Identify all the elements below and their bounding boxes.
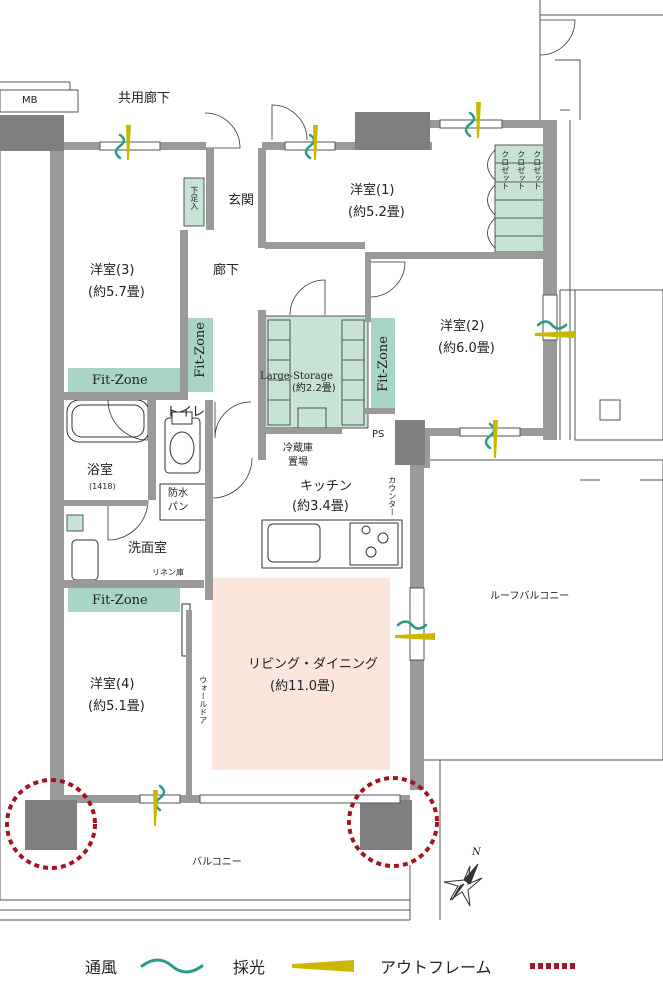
fit-zone-label-3: Fit-Zone (92, 373, 148, 388)
daylight-icon (292, 960, 354, 972)
washroom-label: 洗面室 (128, 541, 168, 556)
ps-label: PS (372, 429, 385, 440)
balcony-label: バルコニー (192, 857, 242, 868)
fit-zone-label-4: Fit-Zone (92, 593, 148, 608)
fit-zone-label-storage: Fit-Zone (376, 336, 391, 392)
legend-daylight-label: 採光 (233, 958, 266, 977)
fixtures (66, 399, 403, 657)
closet-label-1: クロゼット (500, 150, 510, 190)
exterior-lines (0, 0, 663, 921)
ventilation-icon (140, 958, 204, 974)
fit-zone-label-hall: Fit-Zone (193, 322, 208, 378)
columns (0, 112, 430, 850)
entrance-label: 玄関 (228, 193, 255, 208)
linen-label: リネン庫 (152, 568, 184, 577)
room2-name: 洋室(2) (440, 319, 485, 334)
storage-areas (66, 144, 546, 532)
room1-size: (約5.2畳) (348, 205, 405, 220)
closet-label-2: クロゼット (516, 150, 526, 190)
door-swings (107, 19, 576, 541)
daylight-symbols (126, 102, 575, 826)
closet-doors (487, 149, 496, 249)
room3-name: 洋室(3) (90, 263, 135, 278)
mb-box (0, 89, 79, 113)
outframe-circles (5, 776, 439, 870)
bath-label: 浴室 (87, 463, 114, 478)
common-corridor-label: 共用廊下 (118, 91, 171, 106)
kitchen-size: (約3.4畳) (292, 499, 349, 514)
kitchen-label: キッチン (300, 479, 353, 494)
fit-zones (68, 318, 395, 612)
outframe-icon (530, 963, 578, 969)
waterproof-pan-label: 防水パン (167, 488, 189, 513)
room1-name: 洋室(1) (350, 183, 395, 198)
legend-ventilation-label: 通風 (85, 958, 118, 977)
hallway-label: 廊下 (213, 263, 240, 278)
living-size: (約11.0畳) (270, 679, 336, 694)
north-label: N (472, 847, 481, 858)
roof-balcony-label: ルーフバルコニー (490, 591, 570, 602)
room4-name: 洋室(4) (90, 677, 135, 692)
large-storage-size: (約2.2畳) (292, 383, 336, 394)
bath-size: (1418) (89, 482, 116, 491)
large-storage-label: Large-Storage (260, 371, 334, 382)
living-label: リビング・ダイニング (248, 657, 379, 672)
closet-label-3: クロゼット (532, 150, 542, 190)
mb-label: MB (22, 95, 38, 106)
room2-size: (約6.0畳) (438, 341, 495, 356)
living-highlight (212, 578, 390, 770)
legend: 通風 採光 アウトフレーム (0, 950, 663, 980)
room3-size: (約5.7畳) (88, 285, 145, 300)
legend-outframe-label: アウトフレーム (380, 958, 492, 977)
fridge-label: 冷蔵庫置場 (283, 443, 313, 468)
room4-size: (約5.1畳) (88, 699, 145, 714)
toilet-label: トイレ (166, 405, 206, 420)
compass-icon (443, 863, 483, 907)
counter-label: カウンター (387, 476, 397, 516)
wall-door-label: ウォールドア (198, 676, 208, 724)
shoe-closet-label: 下足入 (189, 186, 199, 210)
